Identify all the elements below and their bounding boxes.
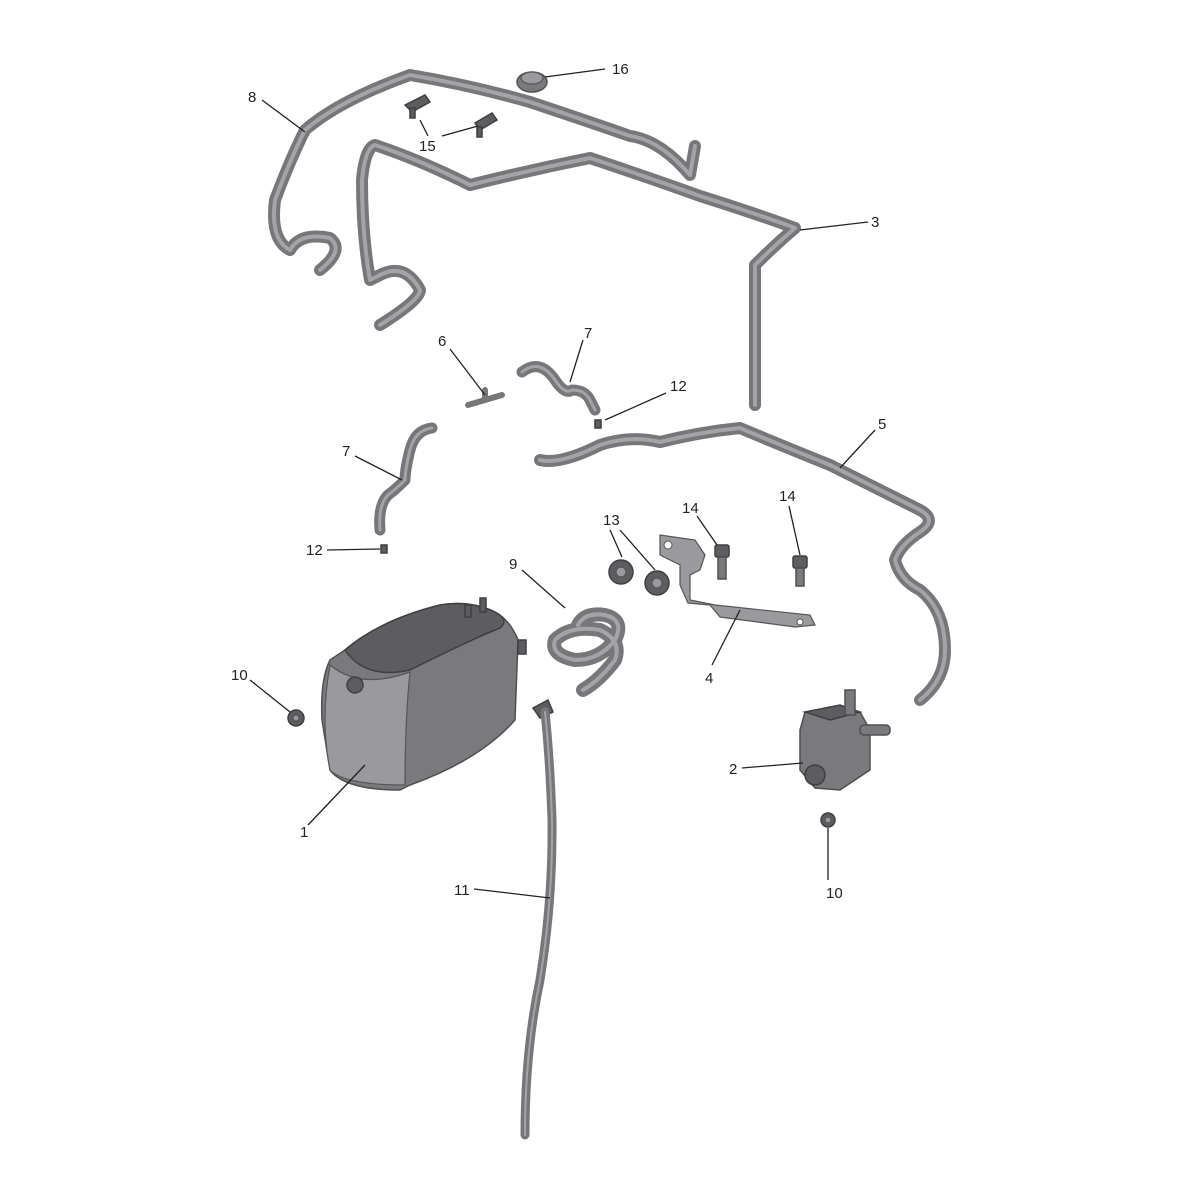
callout-1: 1	[300, 824, 308, 841]
part-3-hose	[356, 139, 801, 411]
callout-16: 16	[612, 61, 629, 78]
part-7-hose-lower	[374, 422, 438, 536]
callout-14-right: 14	[779, 488, 796, 505]
callout-7-lower: 7	[342, 443, 350, 460]
callout-12-lower: 12	[306, 542, 323, 559]
callout-2: 2	[729, 761, 737, 778]
part-14-bolt-b	[792, 555, 808, 587]
part-1-canister	[320, 597, 527, 791]
part-8-hose	[268, 69, 701, 276]
part-2-solenoid-valve	[799, 689, 891, 791]
callout-11: 11	[454, 882, 470, 899]
part-10-fastener-right	[820, 812, 836, 828]
leader-lines	[249, 68, 876, 899]
callout-5: 5	[878, 416, 886, 433]
callout-labels: 16 8 15 3 6 7 12 5 7 13 14 14 12 9 10 4 …	[231, 61, 886, 902]
part-15-clip-a	[403, 94, 432, 119]
part-12-clamp-upper	[594, 419, 602, 429]
part-13-grommet-b	[644, 570, 670, 596]
part-10-fastener-left	[287, 709, 305, 727]
part-13-grommet-a	[608, 559, 634, 585]
part-11-hose	[520, 698, 557, 1140]
part-12-clamp-lower	[380, 544, 388, 554]
part-4-bracket	[659, 534, 816, 628]
part-7-hose-upper	[516, 361, 601, 416]
part-5-hose	[534, 422, 951, 706]
callout-8: 8	[248, 89, 256, 106]
callout-12-upper: 12	[670, 378, 687, 395]
callout-4: 4	[705, 670, 713, 687]
part-9-coiled-hose	[547, 607, 626, 697]
callout-10-left: 10	[231, 667, 248, 684]
callout-7-upper: 7	[584, 325, 592, 342]
part-6-tee-fitting	[465, 387, 505, 408]
callout-3: 3	[871, 214, 879, 231]
callout-13: 13	[603, 512, 620, 529]
part-15-clip-b	[473, 112, 499, 138]
part-16-clamp	[516, 71, 548, 93]
callout-6: 6	[438, 333, 446, 350]
part-14-bolt-a	[714, 544, 730, 580]
callout-9: 9	[509, 556, 517, 573]
callout-14-left: 14	[682, 500, 699, 517]
callout-10-right: 10	[826, 885, 843, 902]
callout-15: 15	[419, 138, 436, 155]
